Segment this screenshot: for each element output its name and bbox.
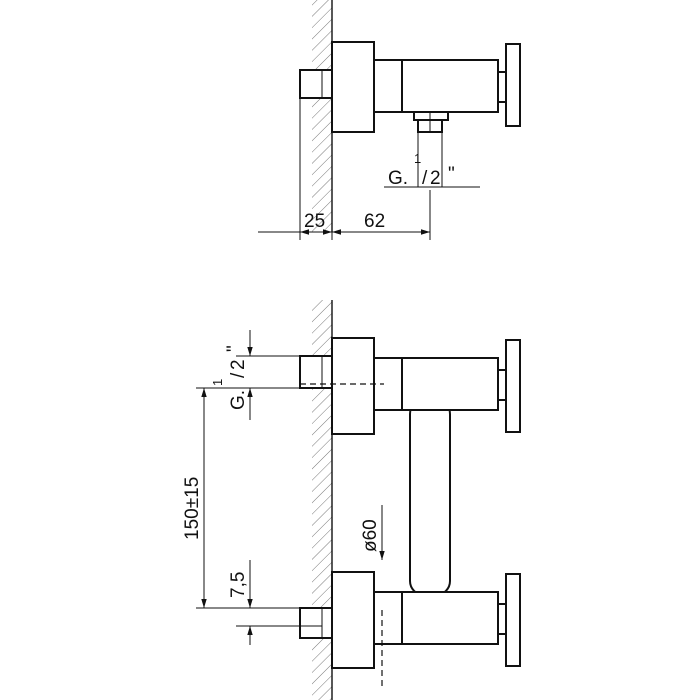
dim-wall-label: 25: [304, 211, 325, 232]
thread-label-top: G. 1 / 2 ": [388, 151, 455, 189]
dim-offset-label: 7,5: [228, 572, 249, 598]
outlet-stub-top: [413, 111, 449, 121]
vertical-mixer-pipe: [409, 399, 451, 596]
upper-valve-body: [373, 357, 403, 411]
front-view: 150±15 7,5 G. 1 / 2 " ø60: [182, 300, 521, 700]
upper-inlet-nipple: [299, 355, 333, 389]
top-view: 25 62 G. 1 / 2 ": [258, 0, 521, 240]
thread-label-front: G. 1 / 2 ": [210, 345, 249, 410]
svg-text:G.: G.: [228, 390, 249, 410]
lower-mounting-block: [331, 571, 375, 669]
svg-text:/: /: [422, 168, 428, 189]
wall-section-top: [312, 0, 332, 232]
dim-centers-label: 150±15: [182, 477, 203, 540]
svg-text:2: 2: [430, 168, 441, 189]
dim-depth-label: 62: [364, 211, 385, 232]
valve-body-top: [373, 59, 403, 113]
lower-handle: [497, 603, 507, 635]
dim-diameter-label: ø60: [360, 519, 381, 552]
svg-text:2: 2: [228, 359, 249, 370]
lower-inlet-nipple: [299, 607, 333, 639]
svg-text:G.: G.: [388, 168, 408, 189]
mounting-block-top: [331, 41, 375, 133]
upper-handle: [497, 369, 507, 401]
svg-text:": ": [448, 164, 455, 185]
inlet-nipple-top: [299, 69, 333, 99]
svg-text:1: 1: [414, 151, 421, 166]
svg-text:/: /: [228, 372, 249, 378]
svg-text:1: 1: [210, 379, 225, 386]
lower-valve-body: [373, 591, 403, 645]
upper-mounting-block: [331, 337, 375, 435]
svg-text:": ": [224, 345, 245, 352]
handle-top: [497, 71, 507, 103]
wall-section-front: [312, 300, 332, 700]
